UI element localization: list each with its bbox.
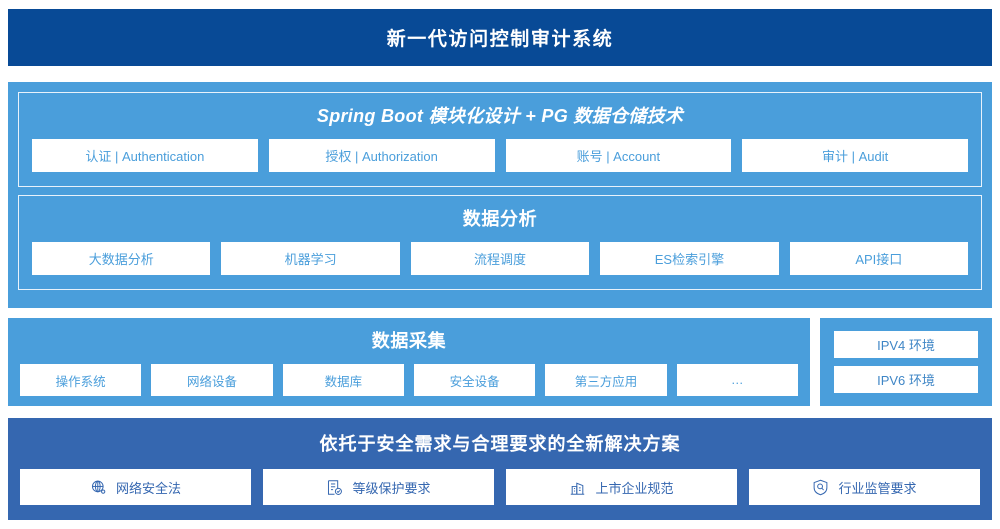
analysis-item-bigdata[interactable]: 大数据分析: [32, 242, 211, 275]
environment-item-ipv4[interactable]: IPV4 环境: [834, 331, 978, 358]
collect-item-security-device[interactable]: 安全设备: [413, 364, 536, 396]
collection-layer-title: 数据采集: [371, 331, 447, 351]
bank-building-icon: [569, 479, 586, 496]
environment-layer-panel: IPV4 环境 IPV6 环境: [820, 318, 992, 406]
app-item-authorization[interactable]: 授权 | Authorization: [268, 139, 495, 172]
analysis-layer-title: 数据分析: [462, 209, 538, 229]
compliance-layer-title: 依托于安全需求与合理要求的全新解决方案: [319, 434, 681, 454]
collect-item-operating-system[interactable]: 操作系统: [20, 364, 142, 396]
compliance-label-classified-protection: 等级保护要求: [352, 480, 431, 496]
analysis-item-api[interactable]: API接口: [789, 242, 969, 275]
collection-layer-panel: 数据采集 操作系统 网络设备 数据库 安全设备 第三方应用 …: [8, 318, 810, 406]
analysis-item-machine-learning[interactable]: 机器学习: [221, 242, 400, 275]
page-header: 新一代访问控制审计系统: [8, 9, 992, 66]
app-item-account[interactable]: 账号 | Account: [505, 139, 732, 172]
compliance-layer-panel: 依托于安全需求与合理要求的全新解决方案 网络安全法: [8, 418, 992, 520]
globe-network-icon: [90, 479, 107, 496]
page-title: 新一代访问控制审计系统: [386, 29, 614, 50]
compliance-label-listed-company-standard: 上市企业规范: [595, 480, 674, 496]
application-layer-title: Spring Boot 模块化设计 + PG 数据仓储技术: [316, 106, 684, 126]
analysis-item-es-search-engine[interactable]: ES检索引擎: [600, 242, 779, 275]
app-item-audit[interactable]: 审计 | Audit: [742, 139, 968, 172]
compliance-label-industry-regulation: 行业监管要求: [838, 480, 917, 496]
environment-item-ipv6[interactable]: IPV6 环境: [834, 366, 978, 393]
analysis-layer-items: 大数据分析 机器学习 流程调度 ES检索引擎 API接口: [19, 242, 981, 275]
collect-item-database[interactable]: 数据库: [282, 364, 404, 396]
compliance-item-cybersecurity-law[interactable]: 网络安全法: [20, 469, 251, 505]
compliance-item-classified-protection[interactable]: 等级保护要求: [263, 469, 494, 505]
document-check-icon: [326, 479, 343, 496]
compliance-label-cybersecurity-law: 网络安全法: [115, 480, 181, 496]
analysis-layer-panel: 数据分析 大数据分析 机器学习 流程调度 ES检索引擎 API接口: [18, 195, 982, 290]
platform-band: Spring Boot 模块化设计 + PG 数据仓储技术 认证 | Authe…: [8, 82, 992, 308]
compliance-layer-items: 网络安全法 等级保护要求: [8, 469, 992, 505]
compliance-item-industry-regulation[interactable]: 行业监管要求: [749, 469, 980, 505]
analysis-item-process-scheduling[interactable]: 流程调度: [410, 242, 590, 275]
app-item-authentication[interactable]: 认证 | Authentication: [32, 139, 258, 172]
shield-search-icon: [812, 479, 829, 496]
collect-item-more[interactable]: …: [676, 364, 798, 396]
collect-item-network-device[interactable]: 网络设备: [151, 364, 273, 396]
collection-layer-items: 操作系统 网络设备 数据库 安全设备 第三方应用 …: [8, 364, 810, 396]
application-layer-items: 认证 | Authentication 授权 | Authorization 账…: [19, 139, 981, 172]
application-layer-panel: Spring Boot 模块化设计 + PG 数据仓储技术 认证 | Authe…: [18, 92, 982, 187]
collect-item-third-party-app[interactable]: 第三方应用: [545, 364, 667, 396]
compliance-item-listed-company-standard[interactable]: 上市企业规范: [506, 469, 737, 505]
